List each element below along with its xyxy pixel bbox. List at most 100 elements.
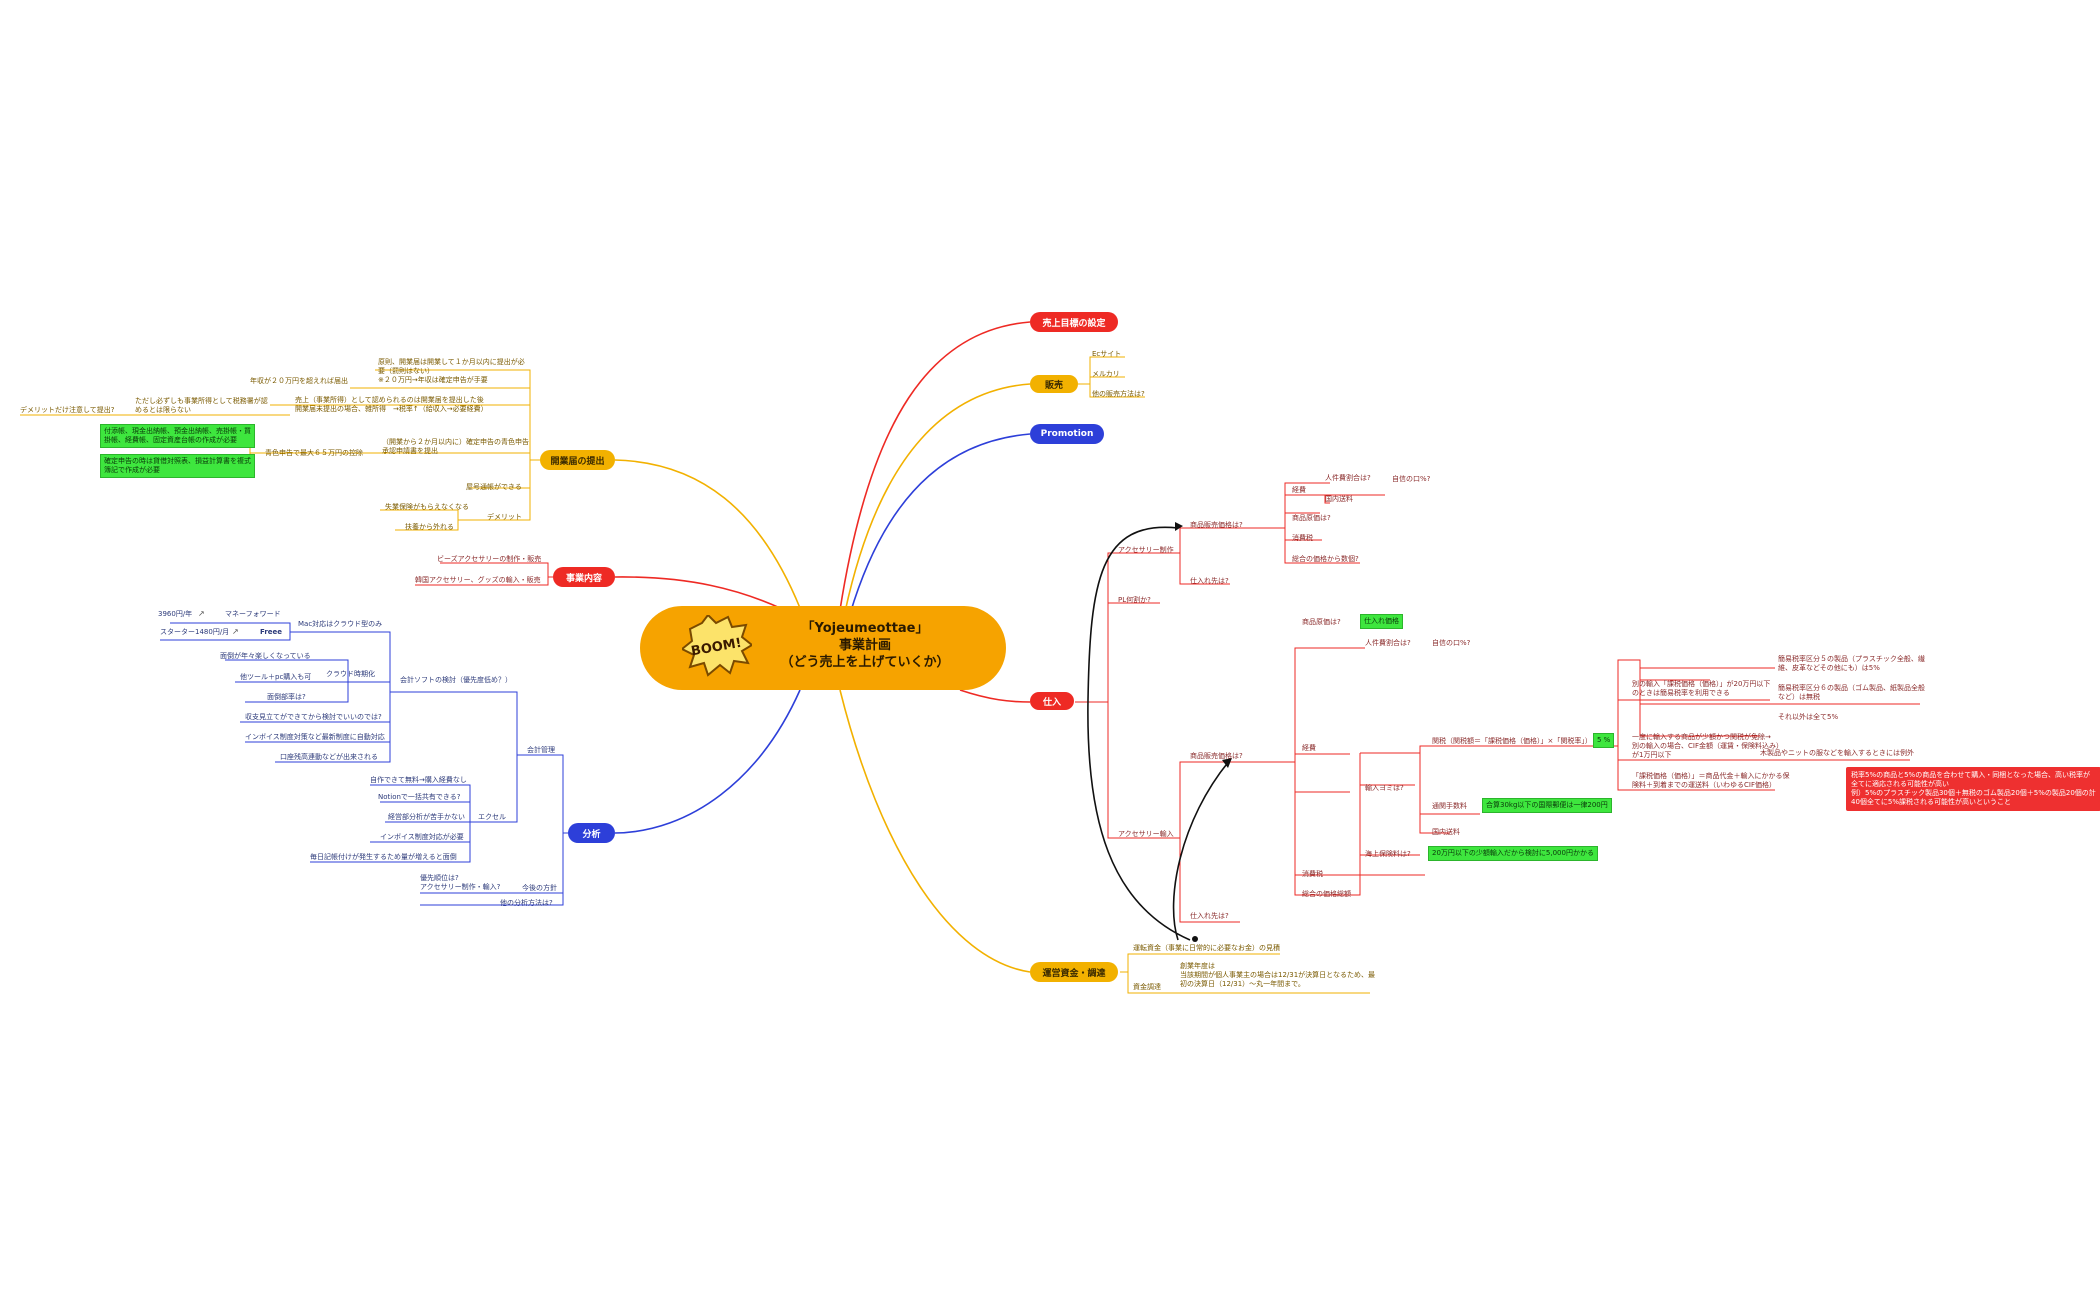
- purchase-price2: 商品原価は?: [1302, 618, 1341, 626]
- purchase-domestic-ship2: 国内送料: [1432, 828, 1460, 836]
- kaigyou-n2a: 売上（事業所得）として認められるのは開業届を提出した後 開業届未提出の場合、雑所…: [295, 396, 488, 413]
- central-title: 「Yojeumeottae」 事業計画 （どう売上を上げていくか）: [780, 621, 950, 670]
- kaigyou-n4: 屋号通帳ができる: [466, 483, 522, 491]
- branch-sales: [844, 383, 1031, 613]
- purchase-expense1: 経費: [1292, 486, 1306, 494]
- purchase-tsukan-tag: 合算30kg以下の国際郵便は一律200円: [1482, 798, 1612, 813]
- analysis-accounting: 会計管理: [527, 746, 555, 754]
- mf-link-icon[interactable]: ↗: [198, 609, 205, 618]
- kaigyou-n5h: デメリット: [487, 513, 522, 521]
- topic-promotion[interactable]: Promotion: [1030, 424, 1104, 444]
- analysis-freee: Freee: [260, 628, 283, 636]
- branch-sales-target: [839, 321, 1031, 611]
- analysis-e1: 自作できて無料→購入経費なし: [370, 776, 467, 784]
- kaigyou-n2b: デメリットだけ注意して提出?: [20, 406, 115, 414]
- purchase-self2: 自信の口%?: [1432, 639, 1471, 647]
- analysis-mf: マネーフォワード: [225, 610, 281, 618]
- analysis-method: 他の分析方法は?: [500, 899, 553, 907]
- analysis-freee-price: スターター1480円/月: [160, 628, 230, 636]
- topic-sales[interactable]: 販売: [1030, 375, 1078, 393]
- topic-analysis[interactable]: 分析: [568, 823, 615, 843]
- purchase-rule2: 一度に輸入する商品が少額かつ関税が免除→ 別の輸入の場合、CIF金額（運賃・保険…: [1632, 733, 1783, 759]
- purchase-intl-ship: 海上保険料は?: [1365, 850, 1411, 858]
- purchase-supplier2: 仕入れ先は?: [1190, 912, 1229, 920]
- kaigyou-n1: 年収が２０万円を超えれば届出: [250, 377, 348, 385]
- analysis-e5: 毎日記帳付けが発生するため量が増えると面倒: [310, 853, 457, 861]
- topic-business[interactable]: 事業内容: [553, 567, 615, 587]
- purchase-final1: 総合の価格から数個?: [1292, 555, 1359, 563]
- analysis-e3: 経営部分析が苦手かない: [388, 813, 465, 821]
- branch-purchase: [959, 689, 1031, 703]
- purchase-rule1c: それ以外は全て5%: [1778, 713, 1839, 721]
- purchase-consumption1: 消費税: [1292, 534, 1313, 542]
- branch-analysis: [614, 689, 801, 834]
- topic-funding[interactable]: 運営資金・調達: [1030, 962, 1118, 982]
- purchase-labor1: 人件費割合は?: [1325, 474, 1371, 482]
- analysis-excel: エクセル: [478, 813, 506, 821]
- topic-purchase[interactable]: 仕入: [1030, 692, 1074, 710]
- topic-kaigyou[interactable]: 開業届の提出: [540, 450, 615, 470]
- purchase-supplier1: 仕入れ先は?: [1190, 577, 1229, 585]
- analysis-s6: 口座残高連動などが出来される: [280, 753, 378, 761]
- purchase-domestic-ship1: 国内送料: [1325, 495, 1353, 503]
- purchase-labor2: 人件費割合は?: [1365, 639, 1411, 647]
- kaigyou-n1a: 原則、開業届は開業して１か月以内に提出が必 要（罰則はない） ※２０万円→年収は…: [378, 358, 525, 384]
- boom-badge-icon: BOOM!: [682, 615, 752, 677]
- purchase-intl-tag: 20万円以下の少額輸入だから検討に5,000円かかる: [1428, 846, 1598, 861]
- purchase-self1: 自信の口%?: [1392, 475, 1431, 483]
- kaigyou-n3g1: 付添帳、現金出納帳、預金出納帳、売掛帳・買 掛帳、経費帳、固定資産台帳の作成が必…: [100, 424, 255, 448]
- kaigyou-n3a: （開業から２か月以内に）確定申告の青色申告 承認申請書を提出: [382, 438, 529, 455]
- purchase-rule1: 別の輸入「課税価格（価格）」が20万円以下 のときは簡易税率を利用できる: [1632, 680, 1771, 697]
- analysis-s1: 面倒が年々楽しくなっている: [220, 652, 311, 660]
- purchase-customs: 関税（関税額＝「課税価格（価格）」×「関税率」）: [1432, 737, 1592, 745]
- purchase-final2: 総合の価格総額: [1302, 890, 1351, 898]
- topic-sales-target[interactable]: 売上目標の設定: [1030, 312, 1118, 332]
- branch-promotion: [849, 433, 1031, 615]
- analysis-s3: 面倒部率は?: [267, 693, 306, 701]
- analysis-s4: 収支見立てができてから検討でいいのでは?: [245, 713, 382, 721]
- analysis-s5: インボイス制度対策など最新制度に自動対応: [245, 733, 385, 741]
- purchase-price1: 商品原価は?: [1292, 514, 1331, 522]
- analysis-soft: 会計ソフトの検討（優先度低め？）: [400, 676, 512, 684]
- branch-kaigyou: [614, 459, 801, 609]
- funding-procure: 資金調達: [1133, 983, 1161, 991]
- purchase-rule2a: 木製品やニットの服などを輸入するときには例外: [1760, 749, 1914, 757]
- sales-other: 他の販売方法は?: [1092, 390, 1145, 398]
- purchase-rule3: 「課税価格（価格）」＝商品代金＋輸入にかかる保 険料＋到着までの運送料（いわゆる…: [1632, 772, 1790, 789]
- purchase-rule1b: 簡易税率区分６の製品（ゴム製品、紙製品全般 など）は無税: [1778, 684, 1925, 701]
- branch-funding: [839, 689, 1031, 973]
- kaigyou-n6: 扶養から外れる: [405, 523, 454, 531]
- purchase-red-note: 税率5%の商品と5%の商品を合わせて購入・同梱となった場合、高い税率が 全てに適…: [1846, 767, 2100, 811]
- purchase-pl-margin: PL何割か?: [1118, 596, 1151, 604]
- freee-link-icon[interactable]: ↗: [232, 627, 239, 636]
- funding-detail: 創業年度は 当該期間が個人事業主の場合は12/31が決算日となるため、最 初の決…: [1180, 962, 1375, 988]
- business-b1: ビーズアクセサリーの制作・販売: [437, 555, 542, 563]
- purchase-rule1a: 簡易税率区分５の製品（プラスチック全般、繊 維、皮革などその他にも）は5%: [1778, 655, 1925, 672]
- kaigyou-n5: 失業保険がもらえなくなる: [385, 503, 469, 511]
- purchase-expense2: 経費: [1302, 744, 1316, 752]
- purchase-rate-tag: 5 %: [1593, 733, 1615, 748]
- funding-capital: 運転資金（事業に日常的に必要なお金）の見積: [1133, 944, 1280, 952]
- sales-ec: Ecサイト: [1092, 350, 1122, 358]
- analysis-mf-price: 3960円/年: [158, 610, 193, 618]
- analysis-f1: 優先順位は? アクセサリー制作・輸入?: [420, 874, 501, 891]
- purchase-cogs1: 商品販売価格は?: [1190, 521, 1243, 529]
- purchase-import-tax: 輸入ヨミは?: [1365, 784, 1404, 792]
- purchase-acc-make: アクセサリー制作: [1118, 546, 1174, 554]
- purchase-price2-tag: 仕入れ価格: [1360, 614, 1403, 629]
- branch-business: [614, 576, 781, 609]
- analysis-mac: Mac対応はクラウド型のみ: [298, 620, 383, 628]
- analysis-s2: 他ツール＋pc購入も可: [240, 673, 312, 681]
- analysis-e4: インボイス制度対応が必要: [380, 833, 464, 841]
- sales-mercari: メルカリ: [1092, 370, 1120, 378]
- purchase-acc-import: アクセサリー輸入: [1118, 830, 1174, 838]
- kaigyou-n3: 青色申告で最大６５万円の控除: [265, 449, 363, 457]
- kaigyou-n2: ただし必ずしも事業所得として税務署が認 めるとは限らない: [135, 397, 268, 414]
- analysis-cloud: クラウド時期化: [326, 670, 375, 678]
- purchase-tsukan: 通関手数料: [1432, 802, 1467, 810]
- analysis-e2: Notionで一括共有できる?: [378, 793, 461, 801]
- business-b2: 韓国アクセサリー、グッズの輸入・販売: [415, 576, 541, 584]
- kaigyou-n3g2: 確定申告の時は貸借対照表、損益計算書を複式 簿記で作成が必要: [100, 454, 255, 478]
- purchase-cogs2: 商品販売価格は?: [1190, 752, 1243, 760]
